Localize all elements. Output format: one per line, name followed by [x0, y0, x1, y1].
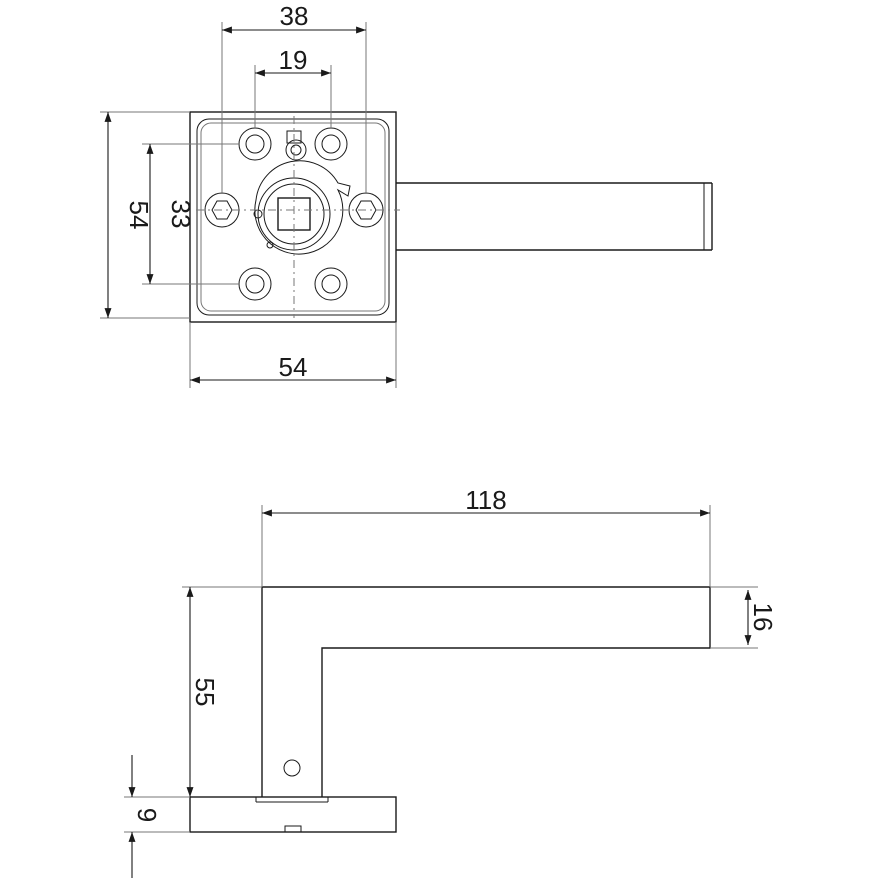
screw-hole-bottom-left [238, 267, 272, 301]
dimension-54-horizontal: 54 [189, 322, 397, 388]
spindle-mechanism [253, 130, 351, 255]
dimension-19: 19 [254, 45, 332, 128]
lever-profile [261, 586, 711, 797]
dimension-9-label: 9 [132, 808, 162, 822]
front-view: 38 19 54 33 54 [100, 1, 713, 388]
dimension-38: 38 [221, 1, 367, 194]
screw-hole-bottom-right [314, 267, 348, 301]
dimension-54-horizontal-label: 54 [279, 352, 308, 382]
dimension-33: 33 [142, 143, 239, 285]
grub-screw-hole [283, 759, 301, 777]
dimension-16-label: 16 [748, 603, 778, 632]
dimension-19-label: 19 [279, 45, 308, 75]
dimension-118-label: 118 [465, 485, 506, 515]
rose-inner-line [200, 122, 386, 312]
dimension-9: 9 [124, 755, 190, 878]
screw-hole-top-left [238, 127, 272, 161]
lever-arm [396, 182, 713, 251]
dimension-38-label: 38 [280, 1, 309, 31]
dimension-55-label: 55 [190, 678, 220, 707]
side-view: 118 16 55 9 [124, 485, 778, 878]
dimension-55: 55 [182, 586, 262, 798]
rose-outer [189, 111, 397, 323]
rose-inner [196, 118, 390, 316]
dimension-16: 16 [710, 586, 778, 649]
centre-lines [196, 116, 400, 318]
dimension-33-label: 33 [166, 200, 196, 229]
dimension-118: 118 [261, 485, 711, 587]
screw-hole-top-right [314, 127, 348, 161]
